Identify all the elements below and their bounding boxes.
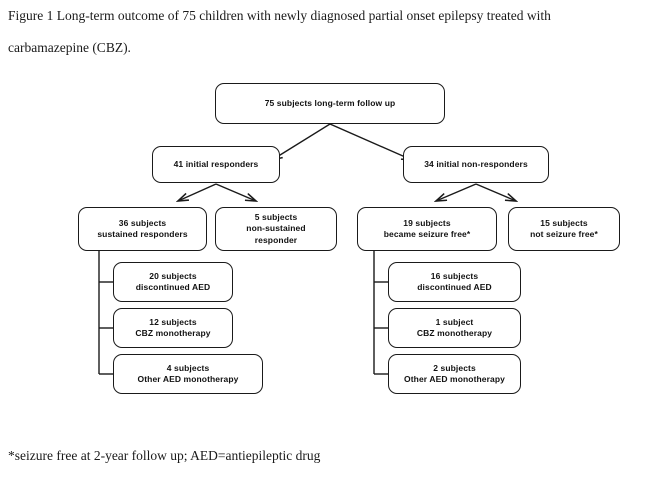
edge-seizurefree-bracket xyxy=(373,251,388,375)
node-total-subjects-label: 75 subjects long-term follow up xyxy=(264,97,396,108)
node-sustained-responders-label: 36 subjects sustained responders xyxy=(97,217,188,239)
node-not-seizure-free-label: 15 subjects not seizure free* xyxy=(530,217,598,239)
node-total-subjects[interactable]: 75 subjects long-term follow up xyxy=(215,83,445,124)
node-not-seizure-free[interactable]: 15 subjects not seizure free* xyxy=(508,207,620,251)
edge-responders-split xyxy=(178,183,256,201)
figure-caption-line-1: Figure 1 Long-term outcome of 75 childre… xyxy=(8,8,551,23)
node-initial-responders[interactable]: 41 initial responders xyxy=(152,146,280,183)
edge-sustained-bracket xyxy=(98,251,113,375)
node-left-discontinued-aed[interactable]: 20 subjects discontinued AED xyxy=(113,262,233,302)
node-became-seizure-free-label: 19 subjects became seizure free* xyxy=(383,217,471,239)
node-became-seizure-free[interactable]: 19 subjects became seizure free* xyxy=(357,207,497,251)
node-right-other-aed-monotherapy-label: 2 subjects Other AED monotherapy xyxy=(404,362,505,384)
node-left-cbz-monotherapy-label: 12 subjects CBZ monotherapy xyxy=(135,316,211,338)
figure-footnote: *seizure free at 2-year follow up; AED=a… xyxy=(8,448,321,463)
node-non-sustained-responder[interactable]: 5 subjects non-sustained responder xyxy=(215,207,337,251)
node-right-discontinued-aed[interactable]: 16 subjects discontinued AED xyxy=(388,262,521,302)
edge-root-split xyxy=(272,123,412,160)
figure-caption-line-2: carbamazepine (CBZ). xyxy=(8,40,131,55)
node-left-other-aed-monotherapy-label: 4 subjects Other AED monotherapy xyxy=(137,362,239,384)
node-right-cbz-monotherapy-label: 1 subject CBZ monotherapy xyxy=(416,316,493,338)
node-non-sustained-responder-label: 5 subjects non-sustained responder xyxy=(246,211,306,245)
node-right-cbz-monotherapy[interactable]: 1 subject CBZ monotherapy xyxy=(388,308,521,348)
node-right-other-aed-monotherapy[interactable]: 2 subjects Other AED monotherapy xyxy=(388,354,521,394)
node-left-cbz-monotherapy[interactable]: 12 subjects CBZ monotherapy xyxy=(113,308,233,348)
node-initial-non-responders[interactable]: 34 initial non-responders xyxy=(403,146,549,183)
edge-nonresponders-split xyxy=(436,183,516,201)
node-initial-non-responders-label: 34 initial non-responders xyxy=(424,158,528,169)
node-left-discontinued-aed-label: 20 subjects discontinued AED xyxy=(135,270,211,292)
node-sustained-responders[interactable]: 36 subjects sustained responders xyxy=(78,207,207,251)
node-right-discontinued-aed-label: 16 subjects discontinued AED xyxy=(417,270,492,292)
node-left-other-aed-monotherapy[interactable]: 4 subjects Other AED monotherapy xyxy=(113,354,263,394)
node-initial-responders-label: 41 initial responders xyxy=(173,158,259,169)
